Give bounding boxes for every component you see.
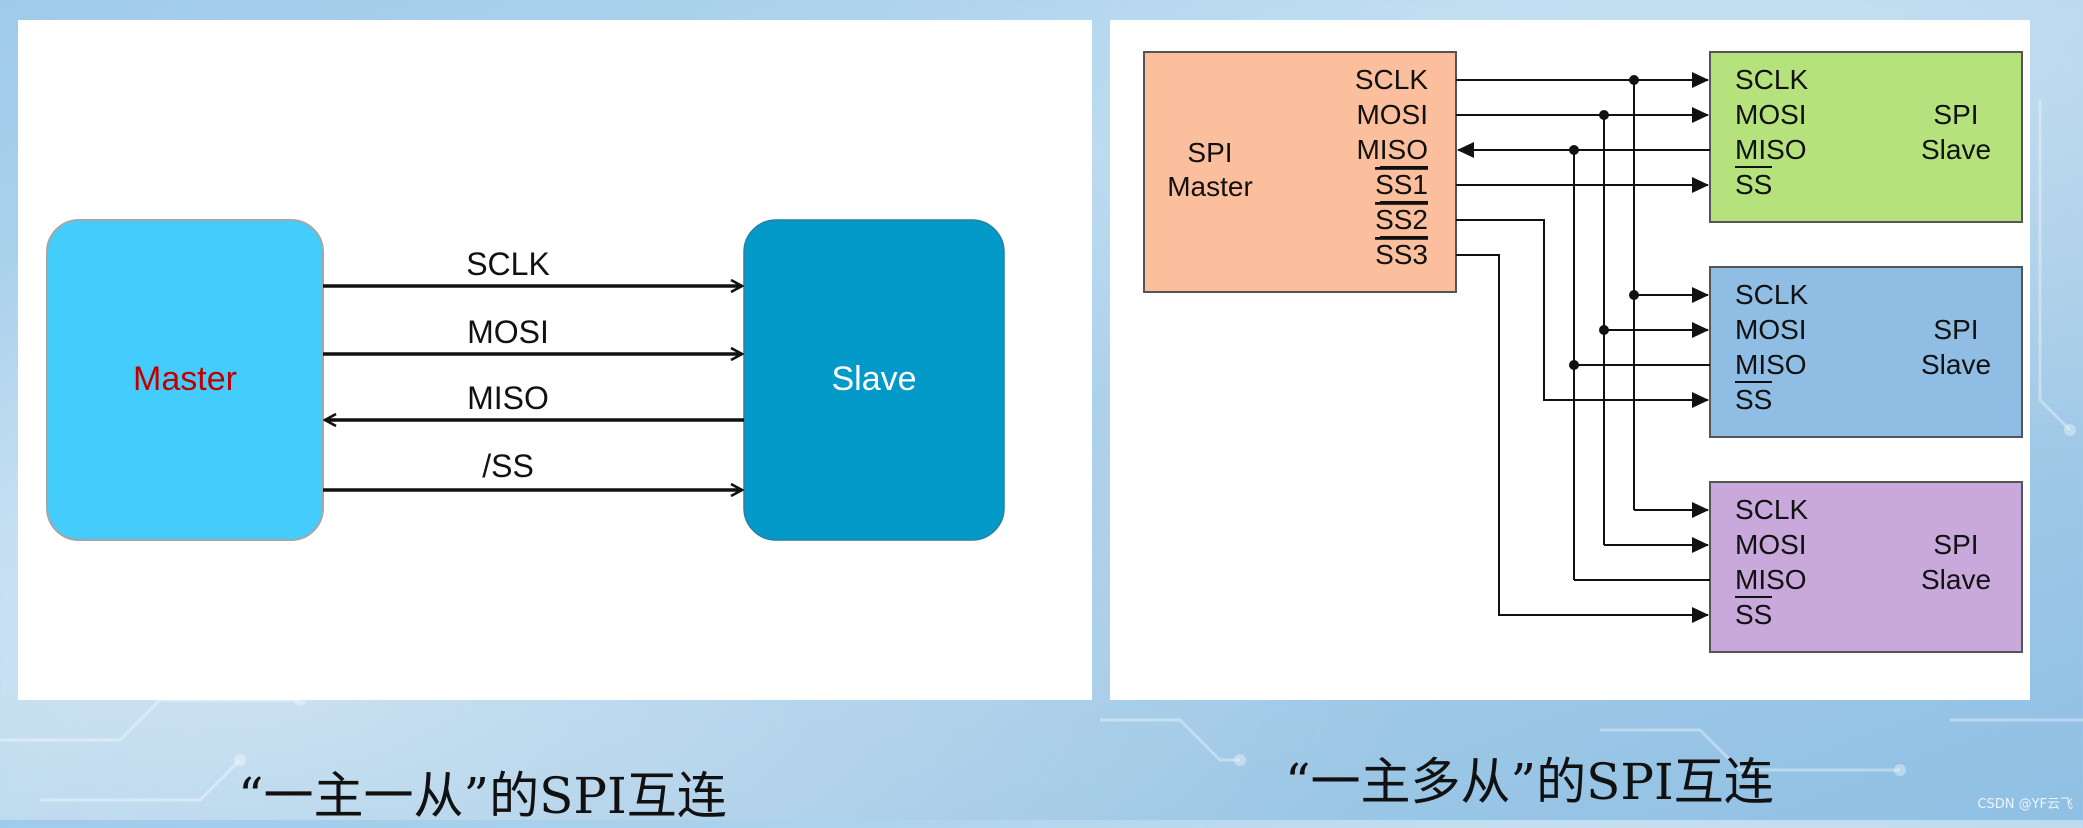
caption-multi-slave: “一主多从”的SPI互连 (1285, 753, 1774, 811)
slave2-title-line1: SPI (1933, 314, 1978, 345)
slave3-title-line1: SPI (1933, 529, 1978, 560)
signal-label-sclk: SCLK (466, 246, 550, 282)
master-pin-ss2: SS2 (1375, 204, 1428, 235)
spi-master-title-line1: SPI (1187, 137, 1232, 168)
slave2-title-line2: Slave (1921, 349, 1991, 380)
slave-box (743, 219, 1005, 541)
miso-junction (1569, 145, 1579, 155)
slave2-pin-miso: MISO (1735, 349, 1807, 380)
slave2-pin-mosi: MOSI (1735, 314, 1807, 345)
signal-label-mosi: MOSI (467, 314, 549, 350)
slave3-pin-mosi: MOSI (1735, 529, 1807, 560)
slave1-pin-sclk: SCLK (1735, 64, 1808, 95)
mosi-junction (1599, 110, 1609, 120)
watermark: CSDN @YF云飞 (1977, 797, 2073, 812)
sclk-junction (1629, 75, 1639, 85)
master-box (46, 219, 324, 541)
spi-slave-1-box (1709, 51, 2023, 223)
spi-slave-3-box (1709, 481, 2023, 653)
master-label: Master (133, 360, 237, 398)
mosi-junction-2 (1599, 325, 1609, 335)
slave2-pin-ss: SS (1735, 384, 1772, 415)
slave1-title-line1: SPI (1933, 99, 1978, 130)
master-pin-ss1: SS1 (1375, 169, 1428, 200)
ss2-wire (1456, 219, 1709, 408)
single-slave-diagram: Master Slave SCLK MOSI MISO /SS (46, 219, 1005, 541)
master-pin-sclk: SCLK (1355, 64, 1428, 95)
multi-slave-panel: SPI Master SCLK MOSI MISO SS1 SS2 SS3 SC… (1110, 20, 2030, 700)
ss3-wire (1456, 254, 1709, 623)
spi-slave-2-box (1709, 266, 2023, 438)
miso-junction-2 (1569, 360, 1579, 370)
single-slave-panel: Master Slave SCLK MOSI MISO /SS (18, 20, 1092, 700)
slave-label: Slave (831, 360, 916, 398)
multi-slave-diagram: SPI Master SCLK MOSI MISO SS1 SS2 SS3 SC… (1143, 51, 2023, 653)
spi-master-box (1143, 51, 1457, 293)
master-pin-ss3: SS3 (1375, 239, 1428, 270)
slave3-pin-ss: SS (1735, 599, 1772, 630)
master-pin-miso: MISO (1356, 134, 1428, 165)
slave3-pin-sclk: SCLK (1735, 494, 1808, 525)
slave2-pin-sclk: SCLK (1735, 279, 1808, 310)
signal-label-ss: /SS (482, 448, 534, 484)
slave1-pin-miso: MISO (1735, 134, 1807, 165)
sclk-junction-2 (1629, 290, 1639, 300)
slave3-title-line2: Slave (1921, 564, 1991, 595)
slave1-title-line2: Slave (1921, 134, 1991, 165)
slave3-pin-miso: MISO (1735, 564, 1807, 595)
slave1-pin-ss: SS (1735, 169, 1772, 200)
signal-label-miso: MISO (467, 380, 549, 416)
spi-master-title-line2: Master (1167, 171, 1253, 202)
slave1-pin-mosi: MOSI (1735, 99, 1807, 130)
caption-single-slave: “一主一从”的SPI互连 (238, 767, 727, 825)
master-pin-mosi: MOSI (1356, 99, 1428, 130)
